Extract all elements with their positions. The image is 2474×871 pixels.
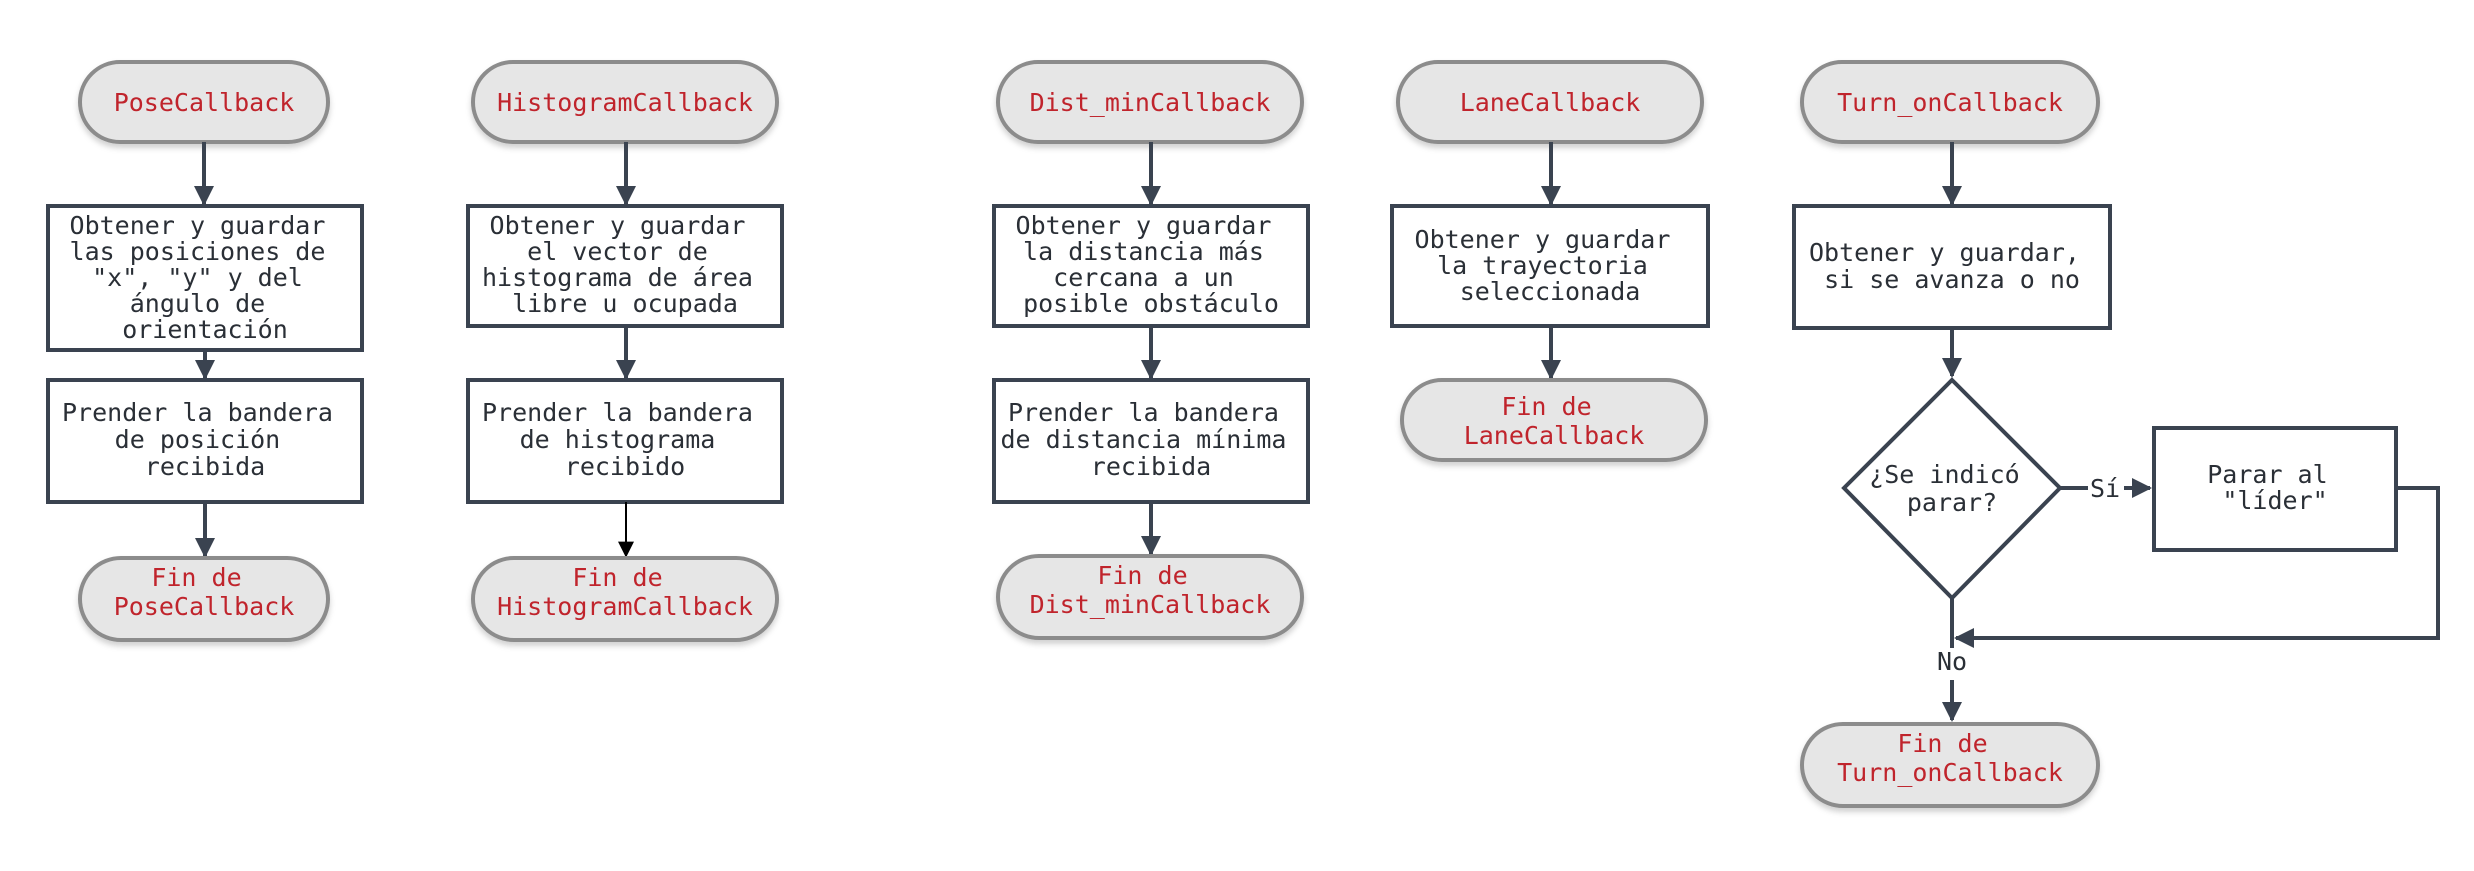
- turn-on-start-label: Turn_onCallback: [1837, 88, 2063, 117]
- dist-min-start-terminal: Dist_minCallback: [996, 60, 1304, 144]
- flow-turn-on: Turn_onCallback Obtener y guardar, si se…: [1792, 60, 2440, 808]
- pose-step1-box: Obtener y guardar las posiciones de "x",…: [46, 204, 364, 352]
- histogram-step1-text: Obtener y guardar el vector de histogram…: [482, 211, 768, 318]
- turn-on-end-terminal: Fin de Turn_onCallback: [1800, 722, 2100, 808]
- pose-start-terminal: PoseCallback: [78, 60, 330, 144]
- turn-on-step1-box: Obtener y guardar, si se avanza o no: [1792, 204, 2112, 330]
- dist-min-step1-box: Obtener y guardar la distancia más cerca…: [992, 204, 1310, 328]
- lane-step1-text: Obtener y guardar la trayectoria selecci…: [1415, 225, 1686, 306]
- flow-dist-min: Dist_minCallback Obtener y guardar la di…: [992, 60, 1310, 640]
- turn-on-no-label: No: [1937, 647, 1967, 676]
- pose-end-terminal: Fin de PoseCallback: [78, 556, 330, 642]
- histogram-start-terminal: HistogramCallback: [471, 60, 779, 144]
- dist-min-step2-box: Prender la bandera de distancia mínima r…: [992, 378, 1310, 504]
- flow-histogram: HistogramCallback Obtener y guardar el v…: [466, 60, 784, 642]
- dist-min-end-label: Fin de Dist_minCallback: [1030, 561, 1271, 619]
- turn-on-yes-label: Sí: [2090, 474, 2120, 503]
- dist-min-step2-text: Prender la bandera de distancia mínima r…: [1000, 398, 1301, 481]
- dist-min-start-label: Dist_minCallback: [1030, 88, 1271, 117]
- histogram-step2-text: Prender la bandera de histograma recibid…: [482, 398, 768, 481]
- dist-min-end-terminal: Fin de Dist_minCallback: [996, 554, 1304, 640]
- lane-end-label: Fin de LaneCallback: [1464, 392, 1645, 450]
- turn-on-decision-diamond: ¿Se indicó parar?: [1841, 377, 2063, 601]
- flow-lane: LaneCallback Obtener y guardar la trayec…: [1390, 60, 1710, 462]
- pose-start-label: PoseCallback: [114, 88, 295, 117]
- turn-on-end-label: Fin de Turn_onCallback: [1837, 729, 2063, 787]
- pose-step2-text: Prender la bandera de posición recibida: [62, 398, 348, 481]
- lane-end-terminal: Fin de LaneCallback: [1400, 378, 1708, 462]
- lane-start-terminal: LaneCallback: [1396, 60, 1704, 144]
- histogram-start-label: HistogramCallback: [497, 88, 753, 117]
- pose-step2-box: Prender la bandera de posición recibida: [46, 378, 364, 504]
- histogram-step2-box: Prender la bandera de histograma recibid…: [466, 378, 784, 504]
- lane-step1-box: Obtener y guardar la trayectoria selecci…: [1390, 204, 1710, 328]
- histogram-end-terminal: Fin de HistogramCallback: [471, 556, 779, 642]
- flow-pose: PoseCallback Obtener y guardar las posic…: [46, 60, 364, 642]
- turn-on-decision-text: ¿Se indicó parar?: [1869, 460, 2035, 517]
- turn-on-step1-text: Obtener y guardar, si se avanza o no: [1809, 238, 2095, 294]
- histogram-step1-box: Obtener y guardar el vector de histogram…: [466, 204, 784, 328]
- histogram-end-label: Fin de HistogramCallback: [497, 563, 753, 621]
- turn-on-yes-step-text: Parar al "líder": [2207, 460, 2342, 515]
- lane-start-label: LaneCallback: [1460, 88, 1641, 117]
- pose-step1-text: Obtener y guardar las posiciones de "x",…: [70, 211, 341, 344]
- pose-end-label: Fin de PoseCallback: [114, 563, 295, 621]
- turn-on-edge-yes-merge: [1954, 486, 2440, 648]
- dist-min-step1-text: Obtener y guardar la distancia más cerca…: [1016, 211, 1287, 318]
- turn-on-yes-step-box: Parar al "líder": [2152, 426, 2398, 552]
- turn-on-start-terminal: Turn_onCallback: [1800, 60, 2100, 144]
